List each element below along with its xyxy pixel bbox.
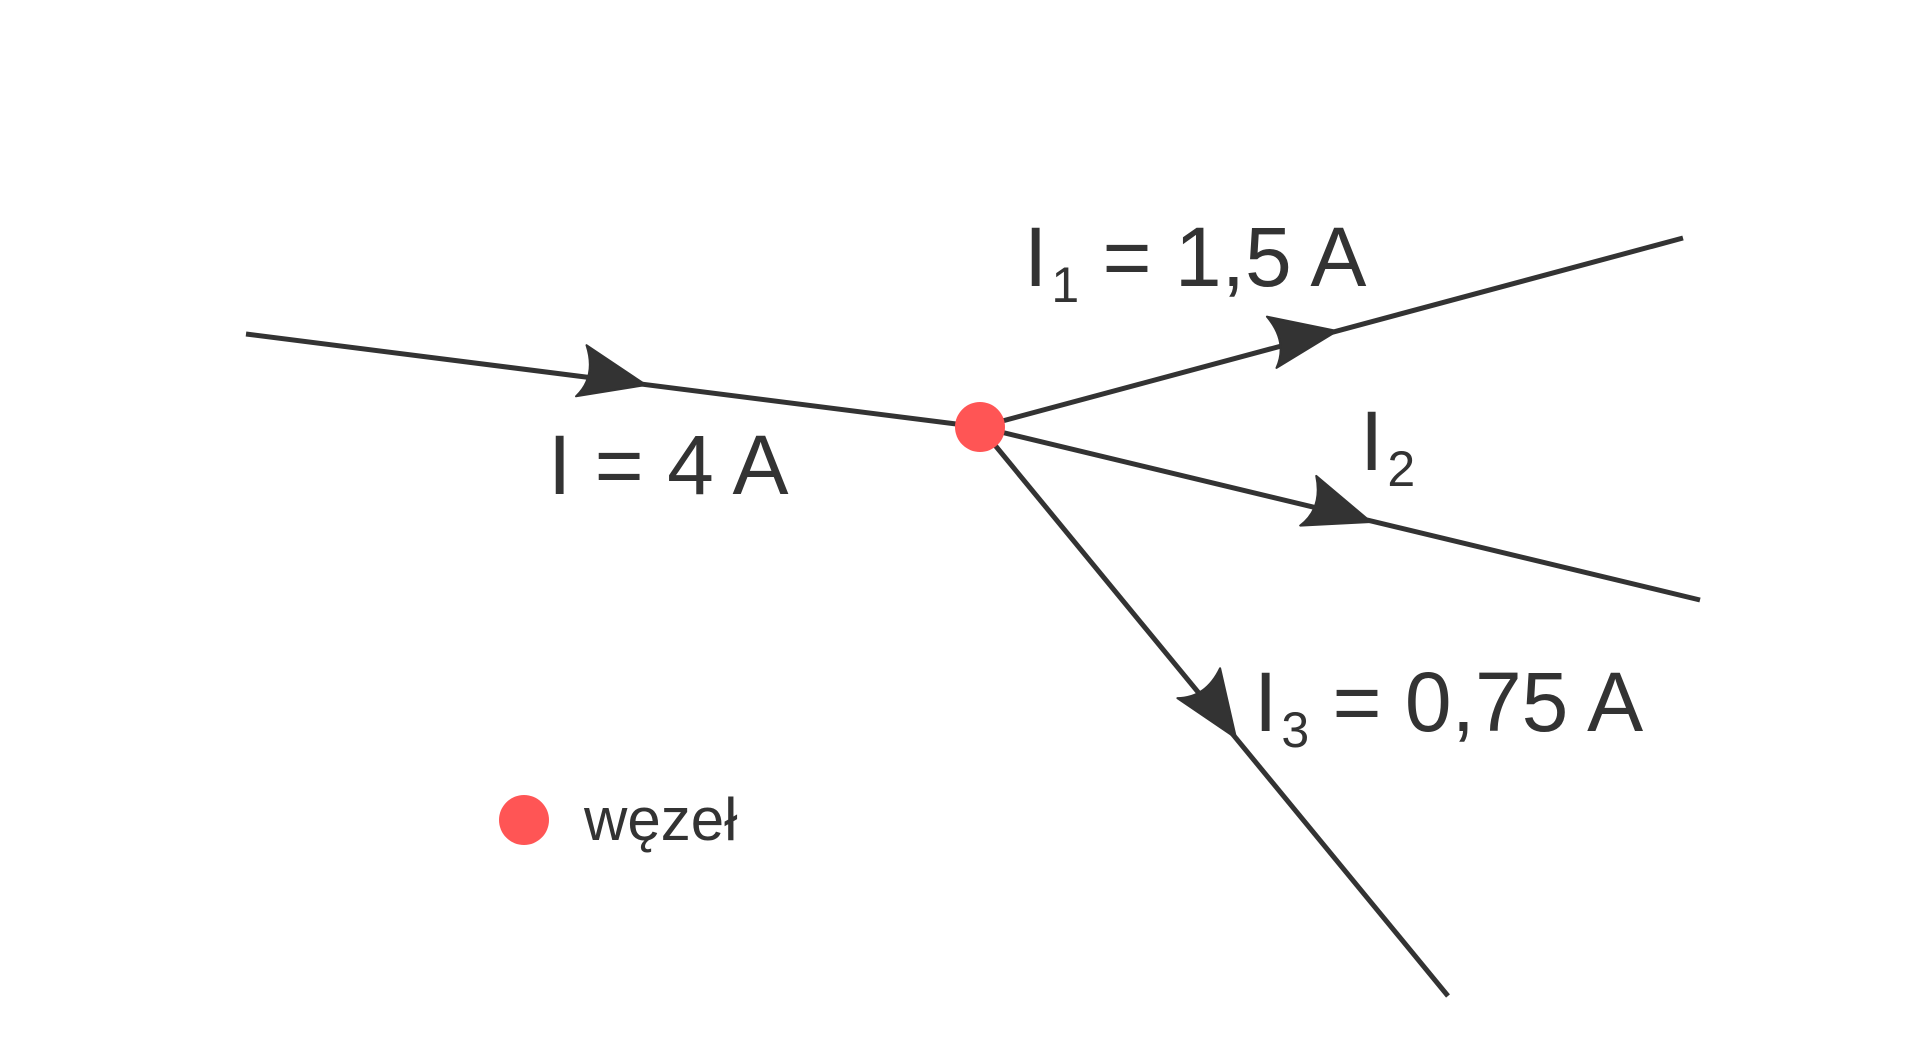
branch3-current-label: I3 = 0,75 A — [1254, 655, 1643, 758]
branch2-current-label: I2 — [1360, 394, 1415, 497]
legend-node-marker — [499, 795, 549, 845]
branch2-arrow-icon — [1299, 474, 1372, 527]
legend-label: węzeł — [583, 786, 737, 853]
branch3-arrow-icon — [1176, 667, 1237, 739]
input-current-label: I = 4 A — [548, 418, 789, 512]
legend: węzeł — [499, 786, 737, 853]
branch1-arrow-icon — [1265, 315, 1338, 369]
junction-node — [955, 402, 1005, 452]
input-arrow-icon — [575, 344, 647, 398]
branch1-current-label: I1 = 1,5 A — [1024, 210, 1366, 313]
